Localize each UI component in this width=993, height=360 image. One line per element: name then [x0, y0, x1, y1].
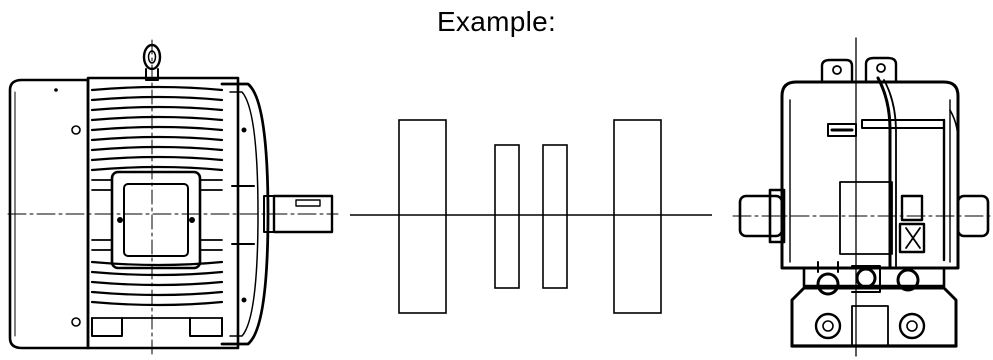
coupling-half-left: [494, 144, 520, 289]
motor-frame: [86, 76, 240, 350]
machine-top-lugs: [820, 56, 898, 84]
machine-pipework: [802, 261, 946, 296]
coupling-half-right: [542, 144, 568, 289]
machine-casing: [780, 76, 960, 270]
driven-machine-drawing: [732, 37, 993, 357]
motor-drawing: [7, 39, 339, 355]
coupling-hub-right: [613, 119, 662, 314]
coupling-hub-left: [398, 119, 447, 314]
alignment-schematic: [350, 119, 712, 314]
page-title: Example:: [436, 6, 557, 37]
machine-base: [790, 286, 958, 348]
